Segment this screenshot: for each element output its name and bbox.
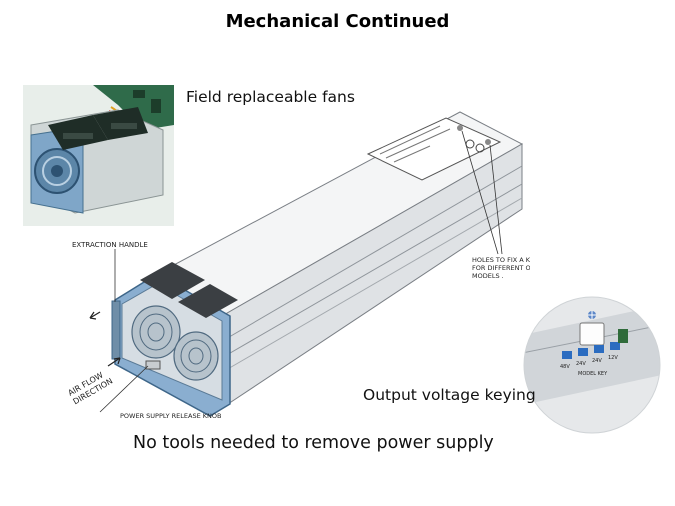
holes-label-line3: MODELS . [472,272,504,280]
voltage-24v-a: 24V [576,361,586,367]
voltage-48v: 48V [560,364,570,370]
tools-caption: No tools needed to remove power supply [133,433,494,453]
slide-title: Mechanical Continued [225,11,450,32]
keying-caption: Output voltage keying [363,386,536,404]
holes-label-line1: HOLES TO FIX A KEY [472,256,530,264]
fan-module-photo [23,85,174,226]
holes-label-line2: FOR DIFFERENT OUTPUT [472,264,530,272]
extraction-handle-label: EXTRACTION HANDLE [72,241,148,249]
release-knob-label: POWER SUPPLY RELEASE KNOB [120,412,221,420]
power-supply-diagram: EXTRACTION HANDLE HOLES TO FIX A KEY FOR… [67,111,530,420]
voltage-keying-photo: 48V 24V 24V 12V MODEL KEY [523,296,661,434]
fans-caption: Field replaceable fans [186,88,355,106]
model-key-label: MODEL KEY [578,371,608,377]
voltage-24v-b: 24V [592,358,602,364]
voltage-12v: 12V [608,355,618,361]
